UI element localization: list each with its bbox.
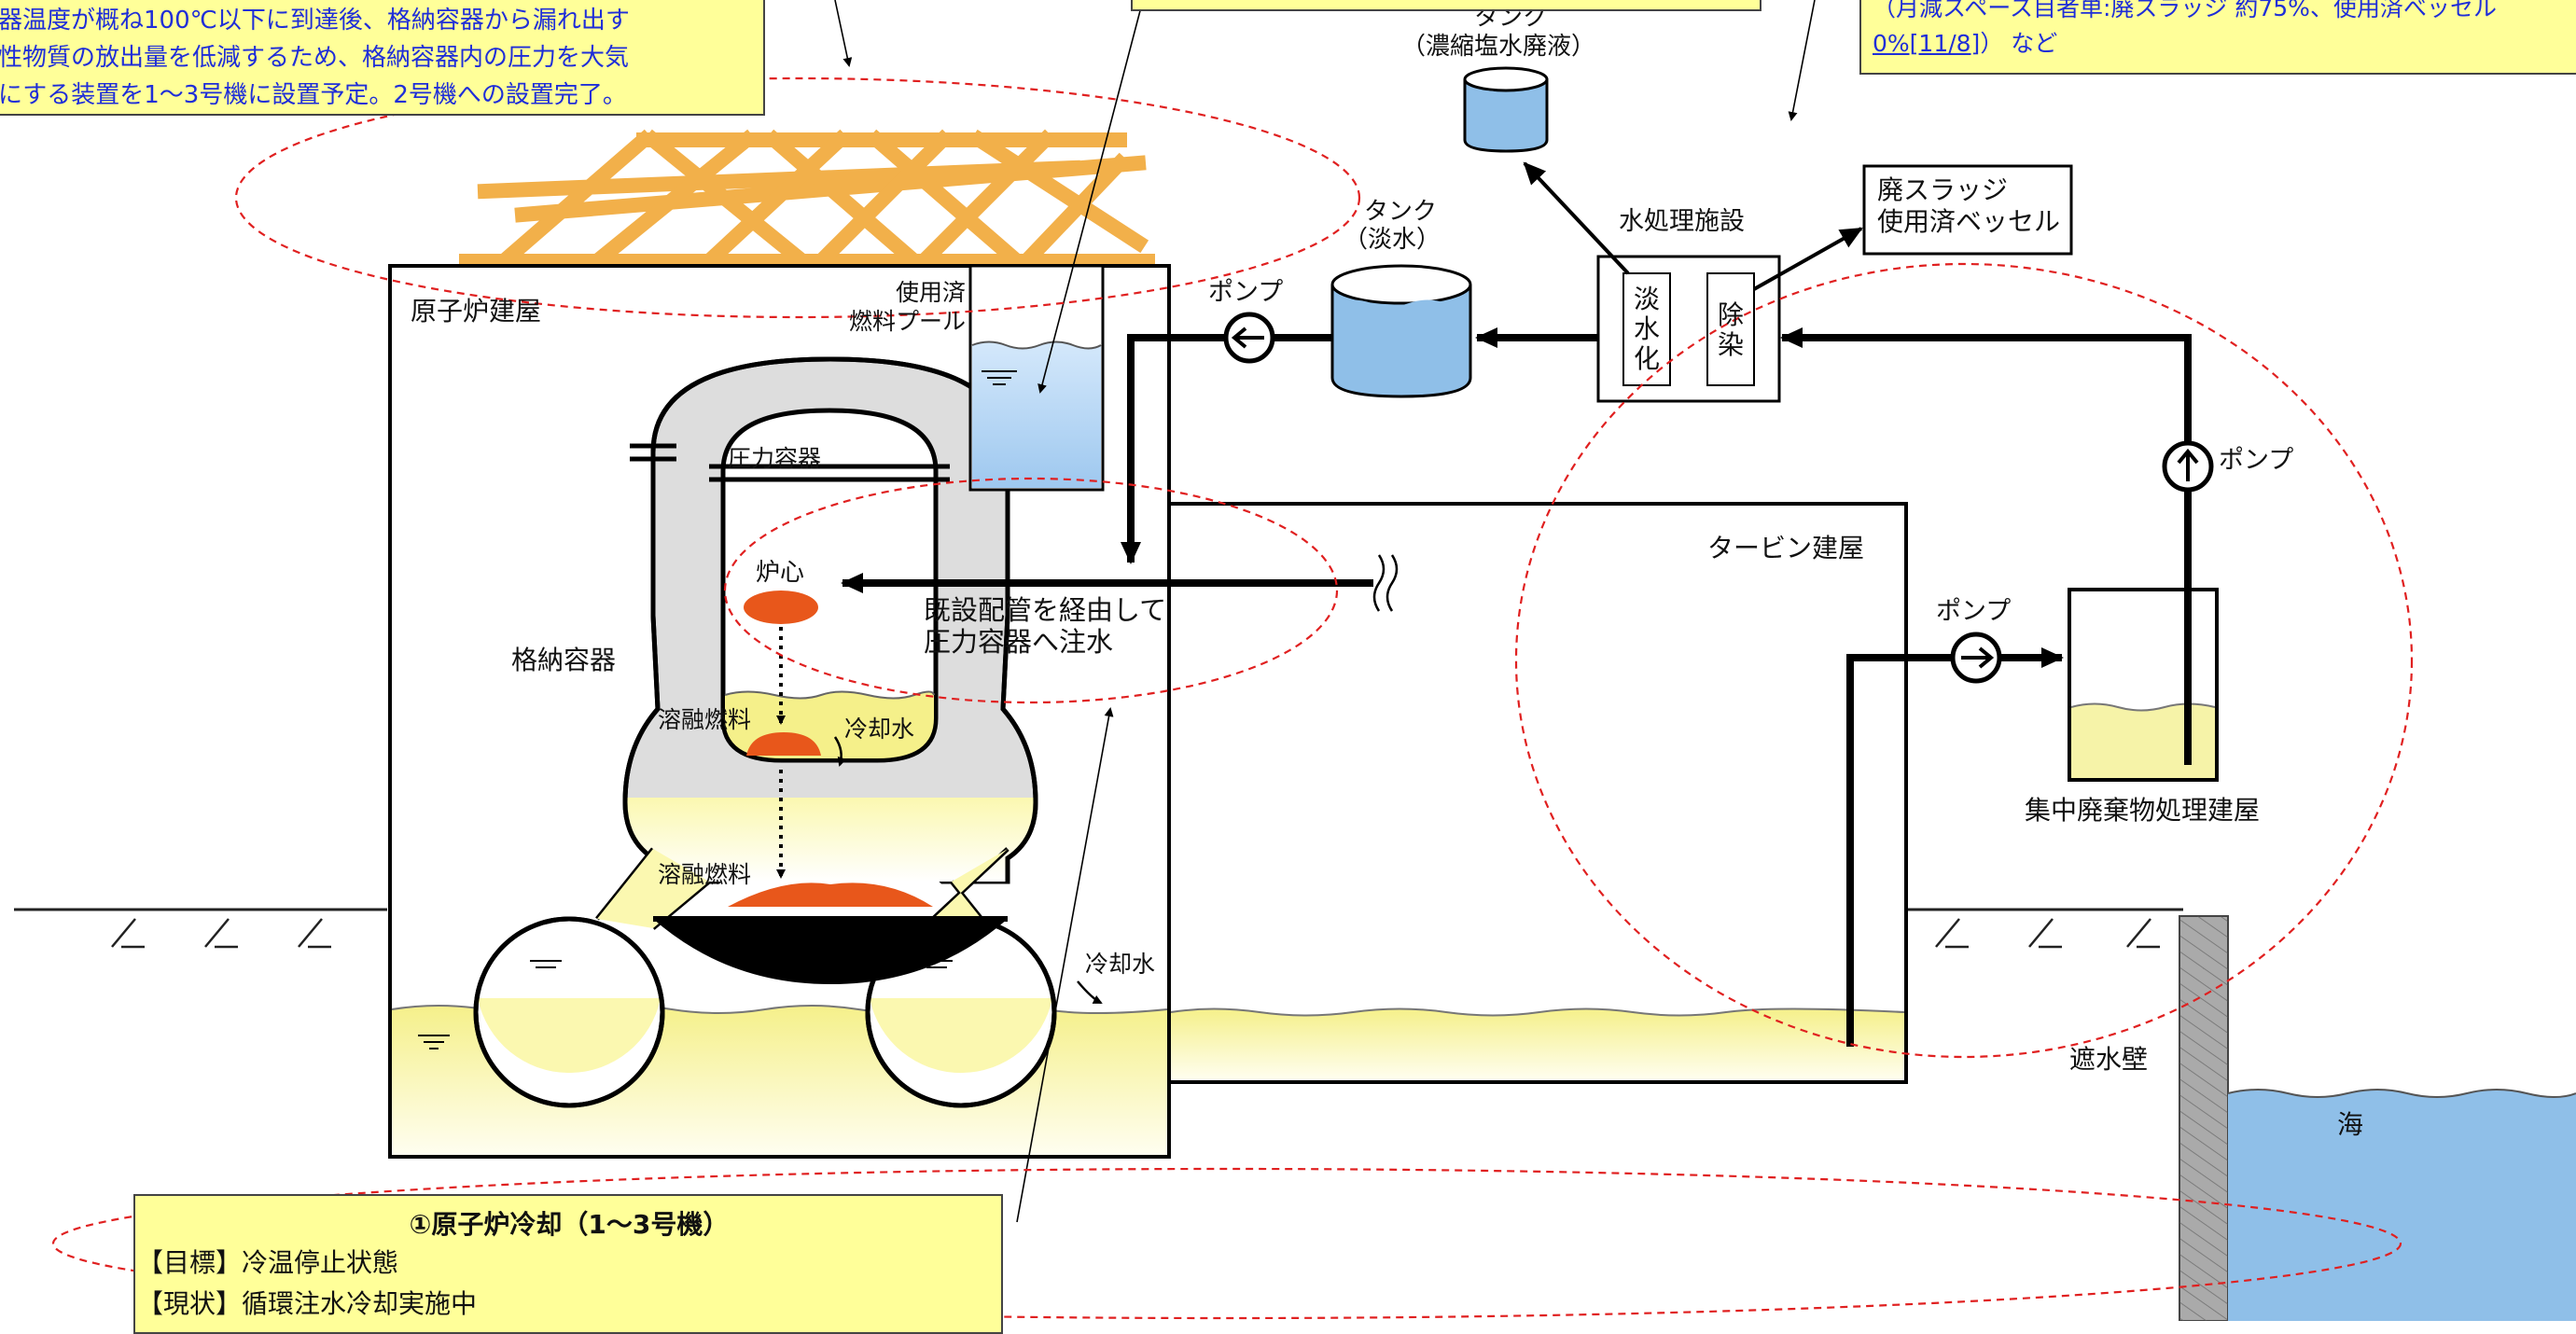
callout-bottom-title: ①原子炉冷却（1〜3号機） — [409, 1209, 730, 1240]
seawall-label: 遮水壁 — [2069, 1044, 2149, 1075]
waste-building-label: 集中廃棄物処理建屋 — [2025, 795, 2261, 826]
core-label: 炉心 — [756, 559, 805, 587]
turbine-building — [1167, 502, 1908, 1084]
callout-top-center — [1131, 0, 1761, 11]
molten-fuel-vessel — [746, 732, 821, 756]
desalination-label: 淡 水 化 — [1633, 284, 1660, 374]
callout-reactor-cooling: ①原子炉冷却（1〜3号機） 【目標】冷温停止状態 【現状】循環注水冷却実施中 — [133, 1194, 1003, 1334]
fresh-tank-label-2: （淡水） — [1344, 226, 1441, 254]
fresh-tank-label-1: タンク — [1364, 198, 1438, 226]
molten-fuel-label-1: 溶融燃料 — [658, 706, 752, 733]
brine-tank-label-2: （濃縮塩水廃液） — [1401, 33, 1596, 61]
injection-label-line2: 圧力容器へ注水 — [924, 626, 1114, 658]
callout-containment-pressure: 器温度が概ね100℃以下に到達後、格納容器から漏れ出す 性物質の放出量を低減する… — [0, 0, 765, 116]
pressure-vessel-label: 圧力容器 — [728, 445, 822, 472]
sea-water — [2228, 1090, 2576, 1321]
callout-waste-volume: （月減スペース目者単:廃スラッジ 約75%、使用済べッセル 0%[11/8]） … — [1859, 0, 2576, 75]
pump-turbine-icon — [1950, 632, 2002, 684]
reactor-building-label: 原子炉建屋 — [411, 296, 542, 327]
sludge-box — [1862, 164, 2073, 256]
circulation-piping — [841, 327, 2192, 1047]
reactor-core — [744, 591, 818, 624]
pump-turbine-label: ポンプ — [1936, 597, 2012, 626]
molten-fuel-label-2: 溶融燃料 — [658, 861, 752, 888]
collapsed-roof-frame — [459, 129, 1155, 272]
cooling-water-label-2: 冷却水 — [1085, 951, 1156, 978]
callout-tl-line3: にする装置を1〜3号機に設置予定。2号機への設置完了。 — [0, 81, 627, 109]
brine-tank — [1463, 66, 1549, 153]
molten-fuel-bottom — [728, 882, 933, 907]
containment-label: 格納容器 — [511, 645, 617, 675]
decontamination-label: 除 染 — [1717, 299, 1744, 360]
callout-tl-line1: 器温度が概ね100℃以下に到達後、格納容器から漏れ出す — [0, 7, 630, 35]
callout-tr-tail: ） など — [1980, 30, 2058, 57]
fresh-water-tank — [1330, 264, 1472, 398]
suppression-chamber-left — [473, 916, 665, 1108]
pump-right-icon — [2162, 440, 2214, 493]
pedestal-bowl — [653, 919, 1008, 984]
callout-pointers — [834, 0, 1816, 1223]
desalination-unit — [1622, 272, 1671, 386]
cooling-water-label-1: 冷却水 — [844, 716, 915, 743]
spent-fuel-pool-label: 使用済 燃料プール — [849, 279, 967, 336]
sludge-label-2: 使用済ベッセル — [1877, 206, 2061, 237]
callout-tr-line1: （月減スペース目者単:廃スラッジ 約75%、使用済べッセル — [1873, 0, 2497, 21]
pump-right-label: ポンプ — [2219, 446, 2294, 475]
callout-bottom-line1: 【目標】冷温停止状態 — [137, 1247, 399, 1278]
sea-label: 海 — [2337, 1109, 2364, 1140]
sludge-label-1: 廃スラッジ — [1877, 174, 2009, 205]
pump-left-label: ポンプ — [1208, 278, 1284, 307]
callout-bottom-line2: 【現状】循環注水冷却実施中 — [137, 1288, 478, 1319]
ground-line — [14, 908, 2183, 949]
pump-left-icon — [1223, 312, 1275, 364]
callout-tl-line2: 性物質の放出量を低減するため、格納容器内の圧力を大気 — [0, 44, 630, 72]
highlight-ellipses — [51, 76, 2414, 1320]
callout-tr-link[interactable]: 0%[11/8] — [1873, 30, 1981, 57]
water-treatment-label: 水処理施設 — [1619, 207, 1745, 236]
turbine-building-label: タービン建屋 — [1707, 533, 1865, 563]
decontamination-unit — [1706, 272, 1755, 386]
turbine-basement-water — [1171, 1008, 1904, 1080]
injection-label-line1: 既設配管を経由して — [924, 594, 1167, 626]
